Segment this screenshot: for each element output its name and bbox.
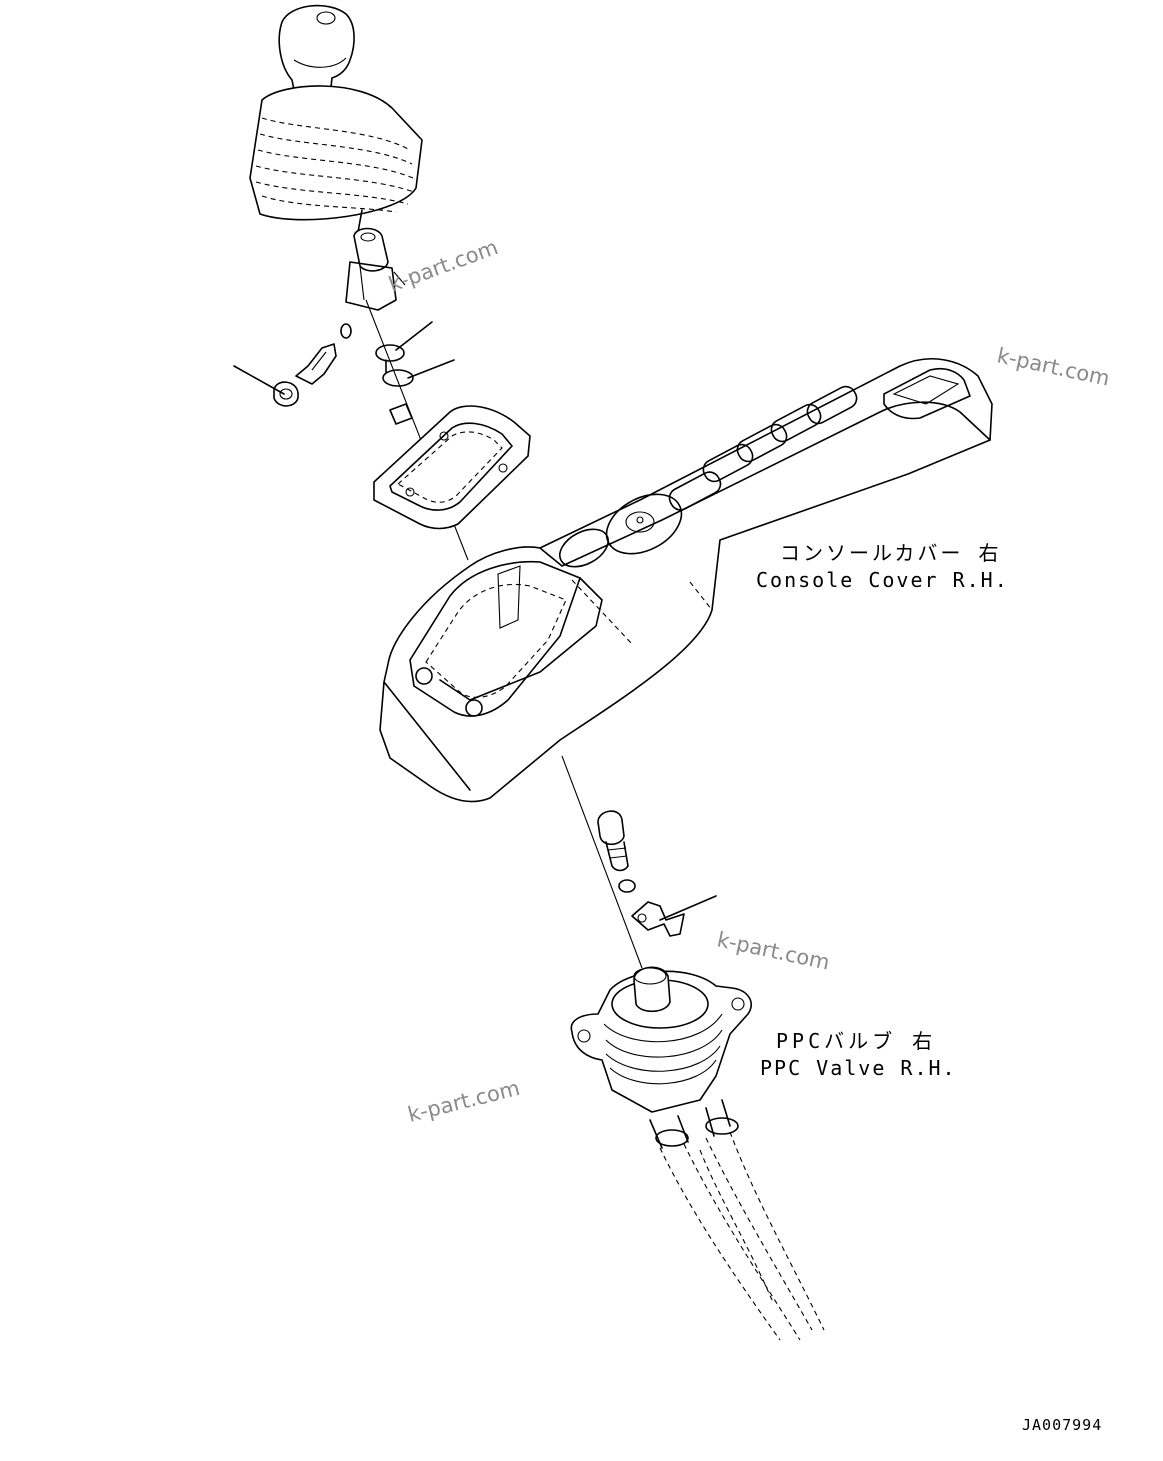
switch-slots [668,385,858,511]
valve-hardware [597,810,717,937]
valve-centerline [561,755,643,969]
console-label-en: Console Cover R.H. [756,568,1009,592]
watermark: k-part.com [405,1076,522,1127]
watermark: k-part.com [715,927,832,974]
gasket-plate [373,405,531,530]
lever-hardware [233,321,455,425]
valve-label-en: PPC Valve R.H. [760,1056,957,1080]
watermark: k-part.com [995,343,1112,390]
ppc-valve [570,966,825,1341]
watermark: k-part.com [386,235,502,297]
joystick-lever [249,4,423,311]
labels: コンソールカバー 右 Console Cover R.H. PPCバルブ 右 P… [756,541,1102,1434]
console-label-jp: コンソールカバー 右 [780,541,1001,565]
drawing-code: JA007994 [1022,1416,1102,1434]
valve-label-jp: PPCバルブ 右 [776,1029,936,1053]
console-cover [379,358,993,803]
